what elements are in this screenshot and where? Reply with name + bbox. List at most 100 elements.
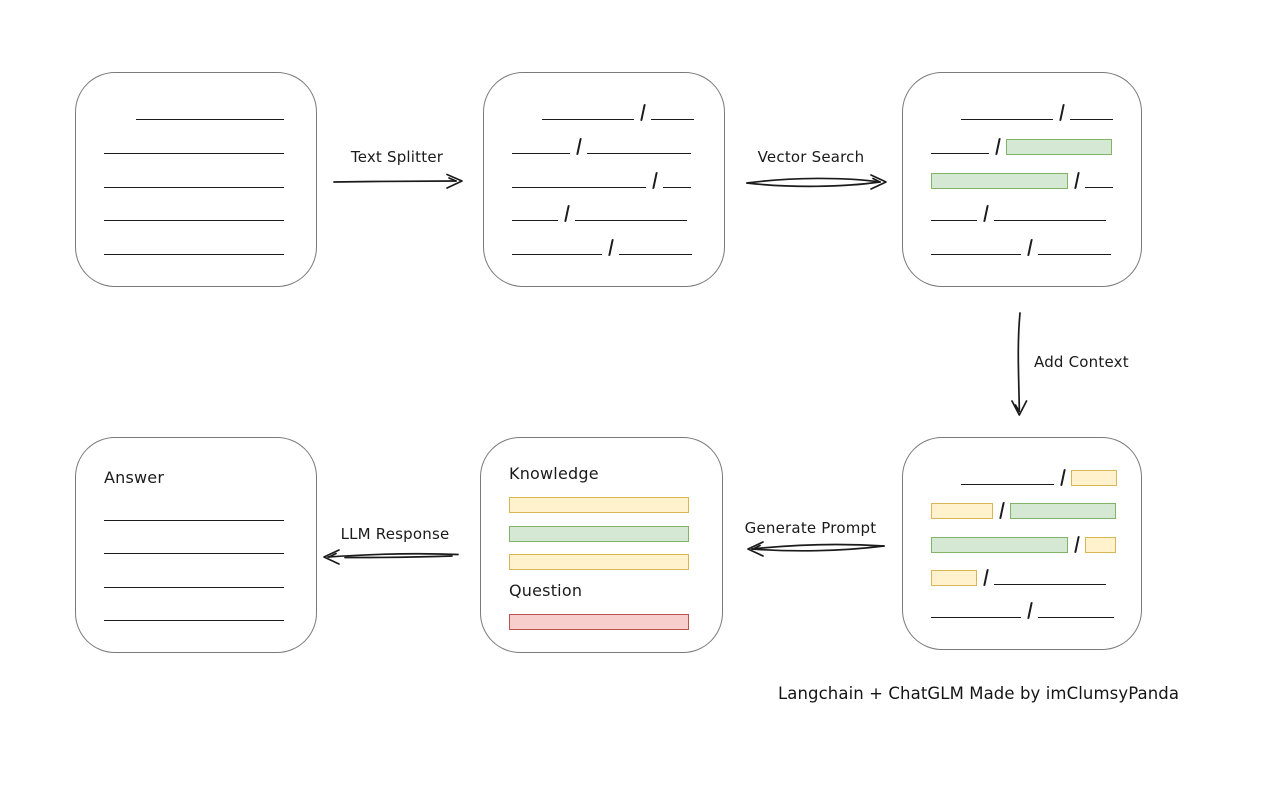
box-label-row: Question bbox=[509, 581, 698, 601]
text-line bbox=[104, 186, 284, 188]
text-line bbox=[663, 186, 691, 188]
text-line bbox=[1085, 186, 1113, 188]
green-chunk bbox=[931, 172, 1068, 189]
text-line bbox=[931, 617, 1021, 618]
text-splitter-arrow bbox=[333, 173, 463, 189]
green-chunk bbox=[509, 525, 689, 542]
chunk-row bbox=[512, 137, 700, 155]
chunk-row bbox=[931, 238, 1117, 256]
text-line bbox=[1038, 254, 1111, 255]
chunk-row bbox=[509, 552, 698, 571]
chunk-row bbox=[512, 204, 700, 223]
text-line bbox=[931, 254, 1021, 255]
indent-spacer bbox=[512, 120, 542, 121]
split-slash bbox=[999, 502, 1005, 520]
text-line bbox=[994, 220, 1106, 222]
chunk-row bbox=[512, 238, 700, 256]
text-line bbox=[104, 553, 284, 554]
red-chunk bbox=[509, 613, 689, 630]
chunk-row bbox=[104, 571, 292, 589]
split-slash bbox=[1027, 239, 1033, 256]
chunk-row bbox=[509, 612, 698, 630]
text-line bbox=[994, 583, 1106, 585]
chunk-row bbox=[509, 524, 698, 542]
text-line bbox=[619, 254, 692, 255]
text-line bbox=[1070, 119, 1113, 120]
chunk-row bbox=[931, 568, 1117, 586]
source-document-box bbox=[75, 72, 317, 287]
chunk-row bbox=[104, 504, 292, 522]
chunk-row bbox=[931, 103, 1117, 121]
add-context-label: Add Context bbox=[1034, 353, 1129, 371]
text-line bbox=[104, 254, 284, 255]
answer-box: Answer bbox=[75, 437, 317, 653]
indent-spacer bbox=[931, 485, 961, 486]
chunk-row bbox=[104, 204, 292, 222]
text-line bbox=[104, 220, 284, 222]
yellow-chunk bbox=[1085, 536, 1116, 553]
split-slash bbox=[1060, 469, 1066, 486]
chunk-row bbox=[104, 537, 292, 555]
context-chunks-box bbox=[902, 437, 1142, 650]
chunk-row bbox=[509, 495, 698, 513]
green-chunk bbox=[1010, 503, 1116, 520]
text-line bbox=[651, 119, 694, 120]
chunk-row bbox=[104, 604, 292, 622]
text-line bbox=[104, 152, 284, 154]
generate-prompt-arrow bbox=[747, 541, 885, 557]
text-line bbox=[512, 152, 570, 154]
chunk-row bbox=[512, 171, 700, 189]
chunk-row bbox=[931, 137, 1117, 155]
text-line bbox=[512, 220, 558, 222]
green-chunk bbox=[931, 536, 1068, 553]
caption: Langchain + ChatGLM Made by imClumsyPand… bbox=[778, 684, 1180, 703]
split-slash bbox=[652, 171, 658, 189]
text-line bbox=[542, 119, 634, 120]
split-slash bbox=[1074, 535, 1080, 553]
chunk-row bbox=[931, 601, 1117, 619]
split-slash bbox=[1074, 171, 1080, 189]
text-line bbox=[587, 152, 691, 154]
text-line bbox=[931, 220, 977, 222]
chunk-row bbox=[931, 204, 1117, 223]
split-slash bbox=[640, 104, 646, 121]
question-label: Question bbox=[509, 581, 583, 601]
split-text-box bbox=[483, 72, 725, 287]
box-label-row: Knowledge bbox=[509, 464, 698, 484]
chunk-row bbox=[931, 535, 1117, 553]
text-line bbox=[512, 186, 646, 188]
green-chunk bbox=[1006, 138, 1112, 155]
chunk-row bbox=[931, 468, 1117, 486]
text-line bbox=[1038, 617, 1114, 618]
text-line bbox=[961, 484, 1054, 485]
yellow-chunk bbox=[931, 503, 993, 520]
text-line bbox=[104, 620, 284, 621]
vector-search-arrow bbox=[746, 174, 887, 190]
vector-matched-box bbox=[902, 72, 1142, 287]
split-slash bbox=[995, 137, 1001, 155]
knowledge-label: Knowledge bbox=[509, 464, 599, 483]
yellow-chunk bbox=[509, 496, 689, 513]
chunk-row bbox=[104, 137, 292, 155]
yellow-chunk bbox=[1071, 470, 1117, 486]
yellow-chunk bbox=[931, 569, 977, 586]
llm-response-label: LLM Response bbox=[340, 525, 450, 543]
split-slash bbox=[1027, 602, 1033, 619]
chunk-row bbox=[104, 103, 292, 121]
llm-response-arrow bbox=[323, 549, 459, 565]
text-line bbox=[104, 519, 284, 521]
chunk-row bbox=[931, 501, 1117, 520]
chunk-row bbox=[931, 171, 1117, 189]
split-slash bbox=[983, 205, 989, 223]
split-slash bbox=[576, 137, 582, 155]
indent-spacer bbox=[104, 120, 136, 121]
chunk-row bbox=[512, 103, 700, 121]
vector-search-label: Vector Search bbox=[757, 148, 865, 166]
split-slash bbox=[1059, 104, 1065, 121]
split-slash bbox=[564, 205, 570, 223]
text-line bbox=[104, 586, 284, 588]
chunk-row bbox=[104, 238, 292, 256]
generate-prompt-label: Generate Prompt bbox=[744, 519, 877, 537]
box-label-row: Answer bbox=[104, 468, 292, 488]
